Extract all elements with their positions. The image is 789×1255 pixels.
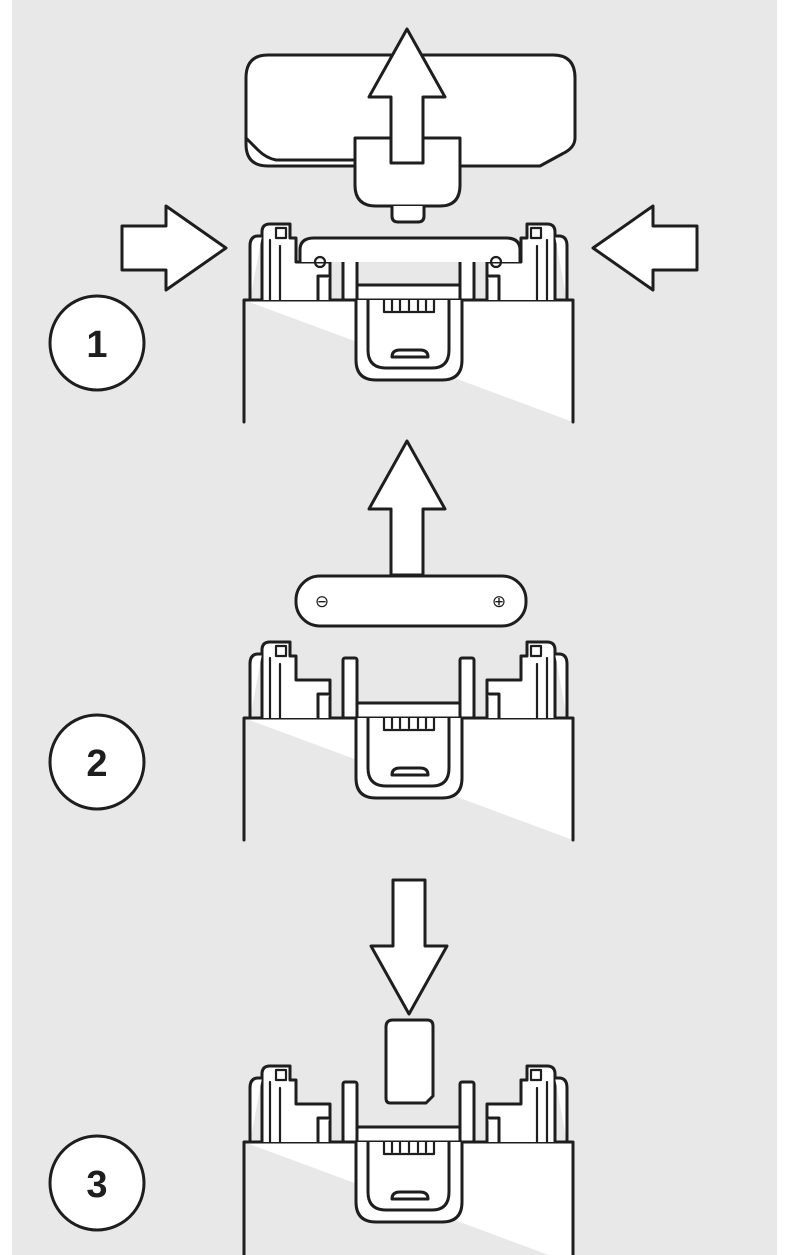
step-2-group: ⊖ ⊕ 2 bbox=[48, 439, 575, 842]
step-3-number: 3 bbox=[86, 1164, 107, 1206]
arrow-right-icon bbox=[120, 204, 228, 292]
step-2-badge: 2 bbox=[48, 713, 146, 811]
arrow-left-icon bbox=[591, 204, 699, 292]
battery-holder-icon bbox=[242, 222, 575, 424]
battery-positive-label: ⊕ bbox=[492, 592, 506, 612]
left-margin bbox=[0, 0, 12, 1255]
step-1-badge: 1 bbox=[48, 294, 146, 392]
step-2-number: 2 bbox=[86, 743, 107, 785]
sim-card-icon bbox=[384, 1018, 435, 1105]
step-3-group: 3 bbox=[48, 878, 575, 1255]
step-3-badge: 3 bbox=[48, 1134, 146, 1232]
right-margin bbox=[777, 0, 789, 1255]
battery-icon: ⊖ ⊕ bbox=[294, 574, 528, 628]
battery-negative-label: ⊖ bbox=[315, 592, 329, 612]
step-1-group: 1 bbox=[48, 27, 699, 424]
step-1-number: 1 bbox=[86, 324, 107, 366]
